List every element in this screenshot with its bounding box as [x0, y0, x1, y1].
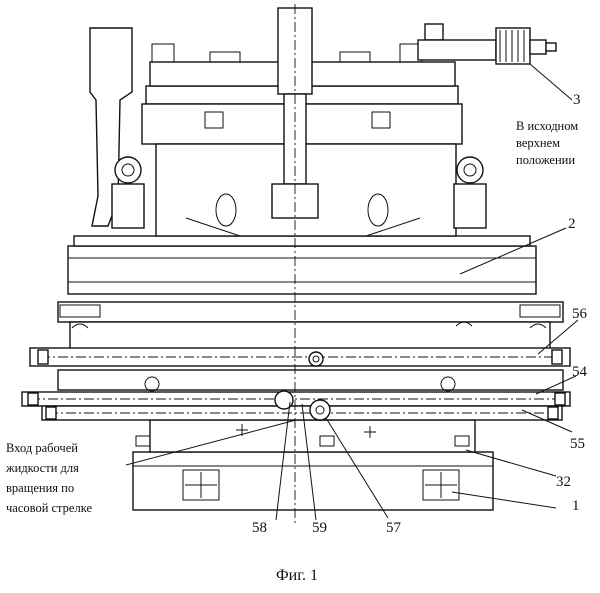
leader-lines [125, 63, 579, 521]
bar-56 [29, 347, 571, 367]
note-left-line3: вращения по [6, 481, 74, 495]
label-56: 56 [572, 306, 588, 322]
note-top-line1: В исходном [516, 119, 578, 133]
left-frame [89, 27, 133, 227]
central-spindle [271, 4, 319, 524]
note-top-line3: положении [516, 153, 575, 167]
label-54: 54 [572, 364, 588, 380]
note-left-line2: жидкости для [5, 461, 79, 475]
plate-2 [67, 235, 537, 295]
note-left-line4: часовой стрелке [6, 501, 92, 515]
label-58: 58 [252, 520, 267, 536]
mid-housing [57, 301, 564, 392]
note-top-line2: верхнем [516, 136, 560, 150]
label-55: 55 [570, 436, 585, 452]
lifting-eyes [111, 156, 487, 229]
note-left-line1: Вход рабочей [6, 441, 78, 455]
label-2: 2 [568, 216, 576, 232]
label-59: 59 [312, 520, 327, 536]
label-57: 57 [386, 520, 402, 536]
figure-caption: Фиг. 1 [276, 567, 318, 584]
lower-body [135, 419, 476, 453]
label-3: 3 [573, 92, 581, 108]
dial-assembly-3 [417, 23, 557, 65]
bars-54-55 [21, 390, 571, 421]
base-plate [132, 451, 494, 511]
label-1: 1 [572, 498, 580, 514]
label-32: 32 [556, 474, 571, 490]
